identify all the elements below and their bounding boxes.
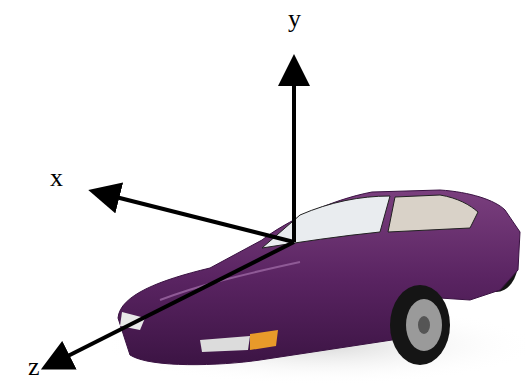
z-axis <box>48 242 294 366</box>
x-axis <box>96 192 294 242</box>
axis-label: y <box>288 6 301 32</box>
indicator-light <box>250 330 278 350</box>
front-rim <box>406 299 442 351</box>
car-body <box>118 190 520 365</box>
hood-crease <box>160 262 300 300</box>
hub <box>418 316 430 334</box>
y-axis <box>292 62 296 242</box>
front-wheel <box>390 285 450 365</box>
side-window <box>388 195 478 232</box>
headlight <box>200 336 250 352</box>
axis-label: z <box>28 354 40 380</box>
axis-label: x <box>50 165 63 191</box>
